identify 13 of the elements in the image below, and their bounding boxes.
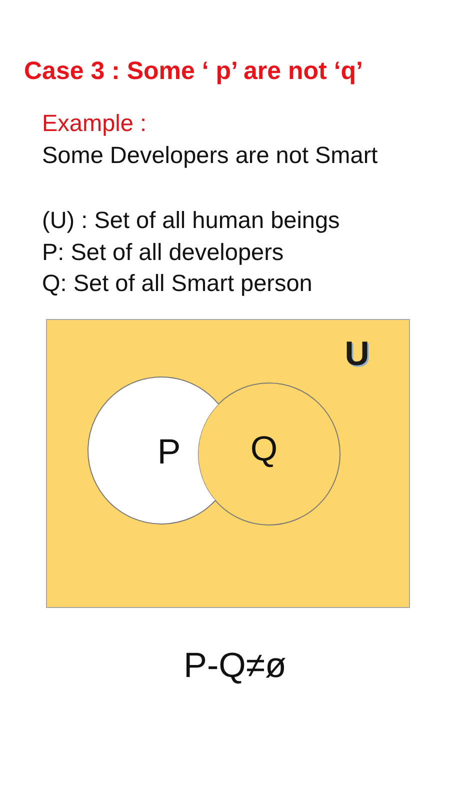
set-label: P	[157, 434, 181, 472]
set-label: U	[344, 337, 370, 373]
definition-text: (U) : Set of all human beings	[42, 206, 340, 234]
title: Case 3 : Some ‘ p’ are not ‘q’	[24, 56, 363, 86]
set-circle	[197, 382, 341, 526]
set-formula: P-Q≠ø	[184, 645, 286, 687]
set-circle	[87, 376, 220, 525]
definition-text: P: Set of all developers	[42, 238, 284, 266]
example-heading: Example :	[42, 109, 146, 138]
example-sentence: Some Developers are not Smart	[42, 141, 378, 170]
universe-rectangle	[46, 319, 410, 608]
definition-text: Q: Set of all Smart person	[42, 269, 312, 298]
set-label: Q	[250, 432, 278, 468]
